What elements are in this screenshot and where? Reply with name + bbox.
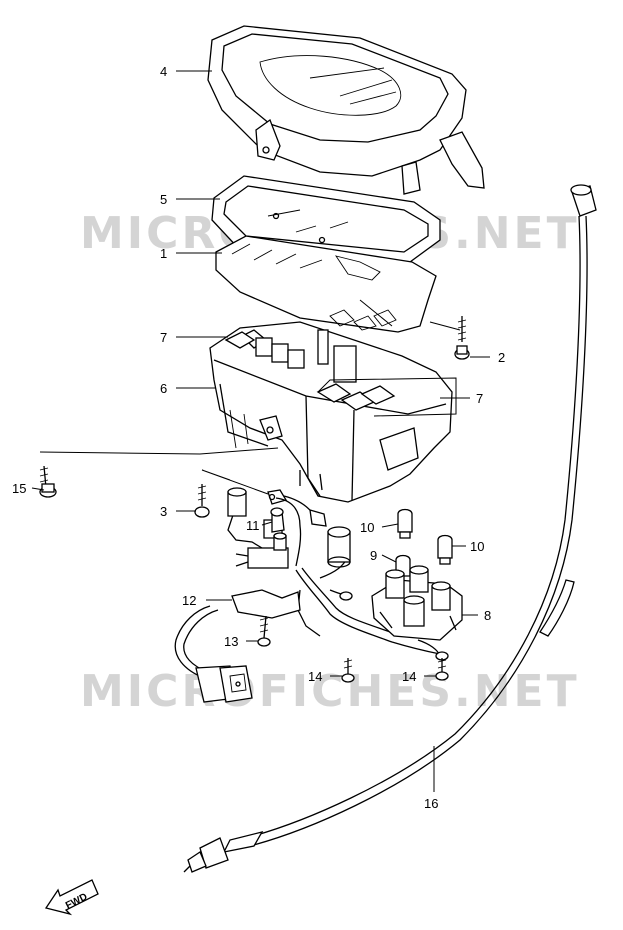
part-7-sockets — [224, 331, 396, 411]
callout-7-left: 7 — [160, 330, 167, 345]
fwd-arrow: FWD — [44, 879, 99, 916]
watermark-bottom: MICROFICHES.NET — [80, 666, 580, 717]
part-6-meter-case — [209, 321, 453, 503]
callout-4: 4 — [160, 64, 167, 79]
callout-16: 16 — [424, 796, 438, 811]
callout-13: 13 — [224, 634, 238, 649]
callout-15: 15 — [12, 481, 26, 496]
part-3-screw — [194, 484, 210, 518]
part-2-screw — [454, 316, 470, 360]
part-13-screw — [257, 615, 271, 647]
part-15-screw — [39, 465, 57, 498]
callout-7-right: 7 — [476, 391, 483, 406]
callout-14-left: 14 — [308, 669, 322, 684]
callout-14-right: 14 — [402, 669, 416, 684]
part-center-socket — [327, 526, 351, 568]
callout-5: 5 — [160, 192, 167, 207]
part-8-socket-cluster — [371, 565, 463, 641]
part-10-bulbs — [397, 508, 453, 565]
callout-6: 6 — [160, 381, 167, 396]
part-4-meter-cover — [207, 25, 485, 195]
part-16-cable — [183, 184, 597, 873]
part-14-screws — [341, 658, 449, 683]
callouts: 4 5 1 7 2 6 7 15 3 11 10 10 9 8 12 13 14… — [12, 64, 505, 811]
part-11-bulbs — [270, 507, 285, 533]
callout-10-right: 10 — [470, 539, 484, 554]
callout-9: 9 — [370, 548, 377, 563]
callout-12: 12 — [182, 593, 196, 608]
callout-8: 8 — [484, 608, 491, 623]
part-1-dial-plate — [215, 235, 437, 333]
leader-lines — [31, 70, 490, 792]
callout-11: 11 — [246, 518, 260, 533]
callout-2: 2 — [498, 350, 505, 365]
callout-1: 1 — [160, 246, 167, 261]
callout-10-left: 10 — [360, 520, 374, 535]
callout-3: 3 — [160, 504, 167, 519]
